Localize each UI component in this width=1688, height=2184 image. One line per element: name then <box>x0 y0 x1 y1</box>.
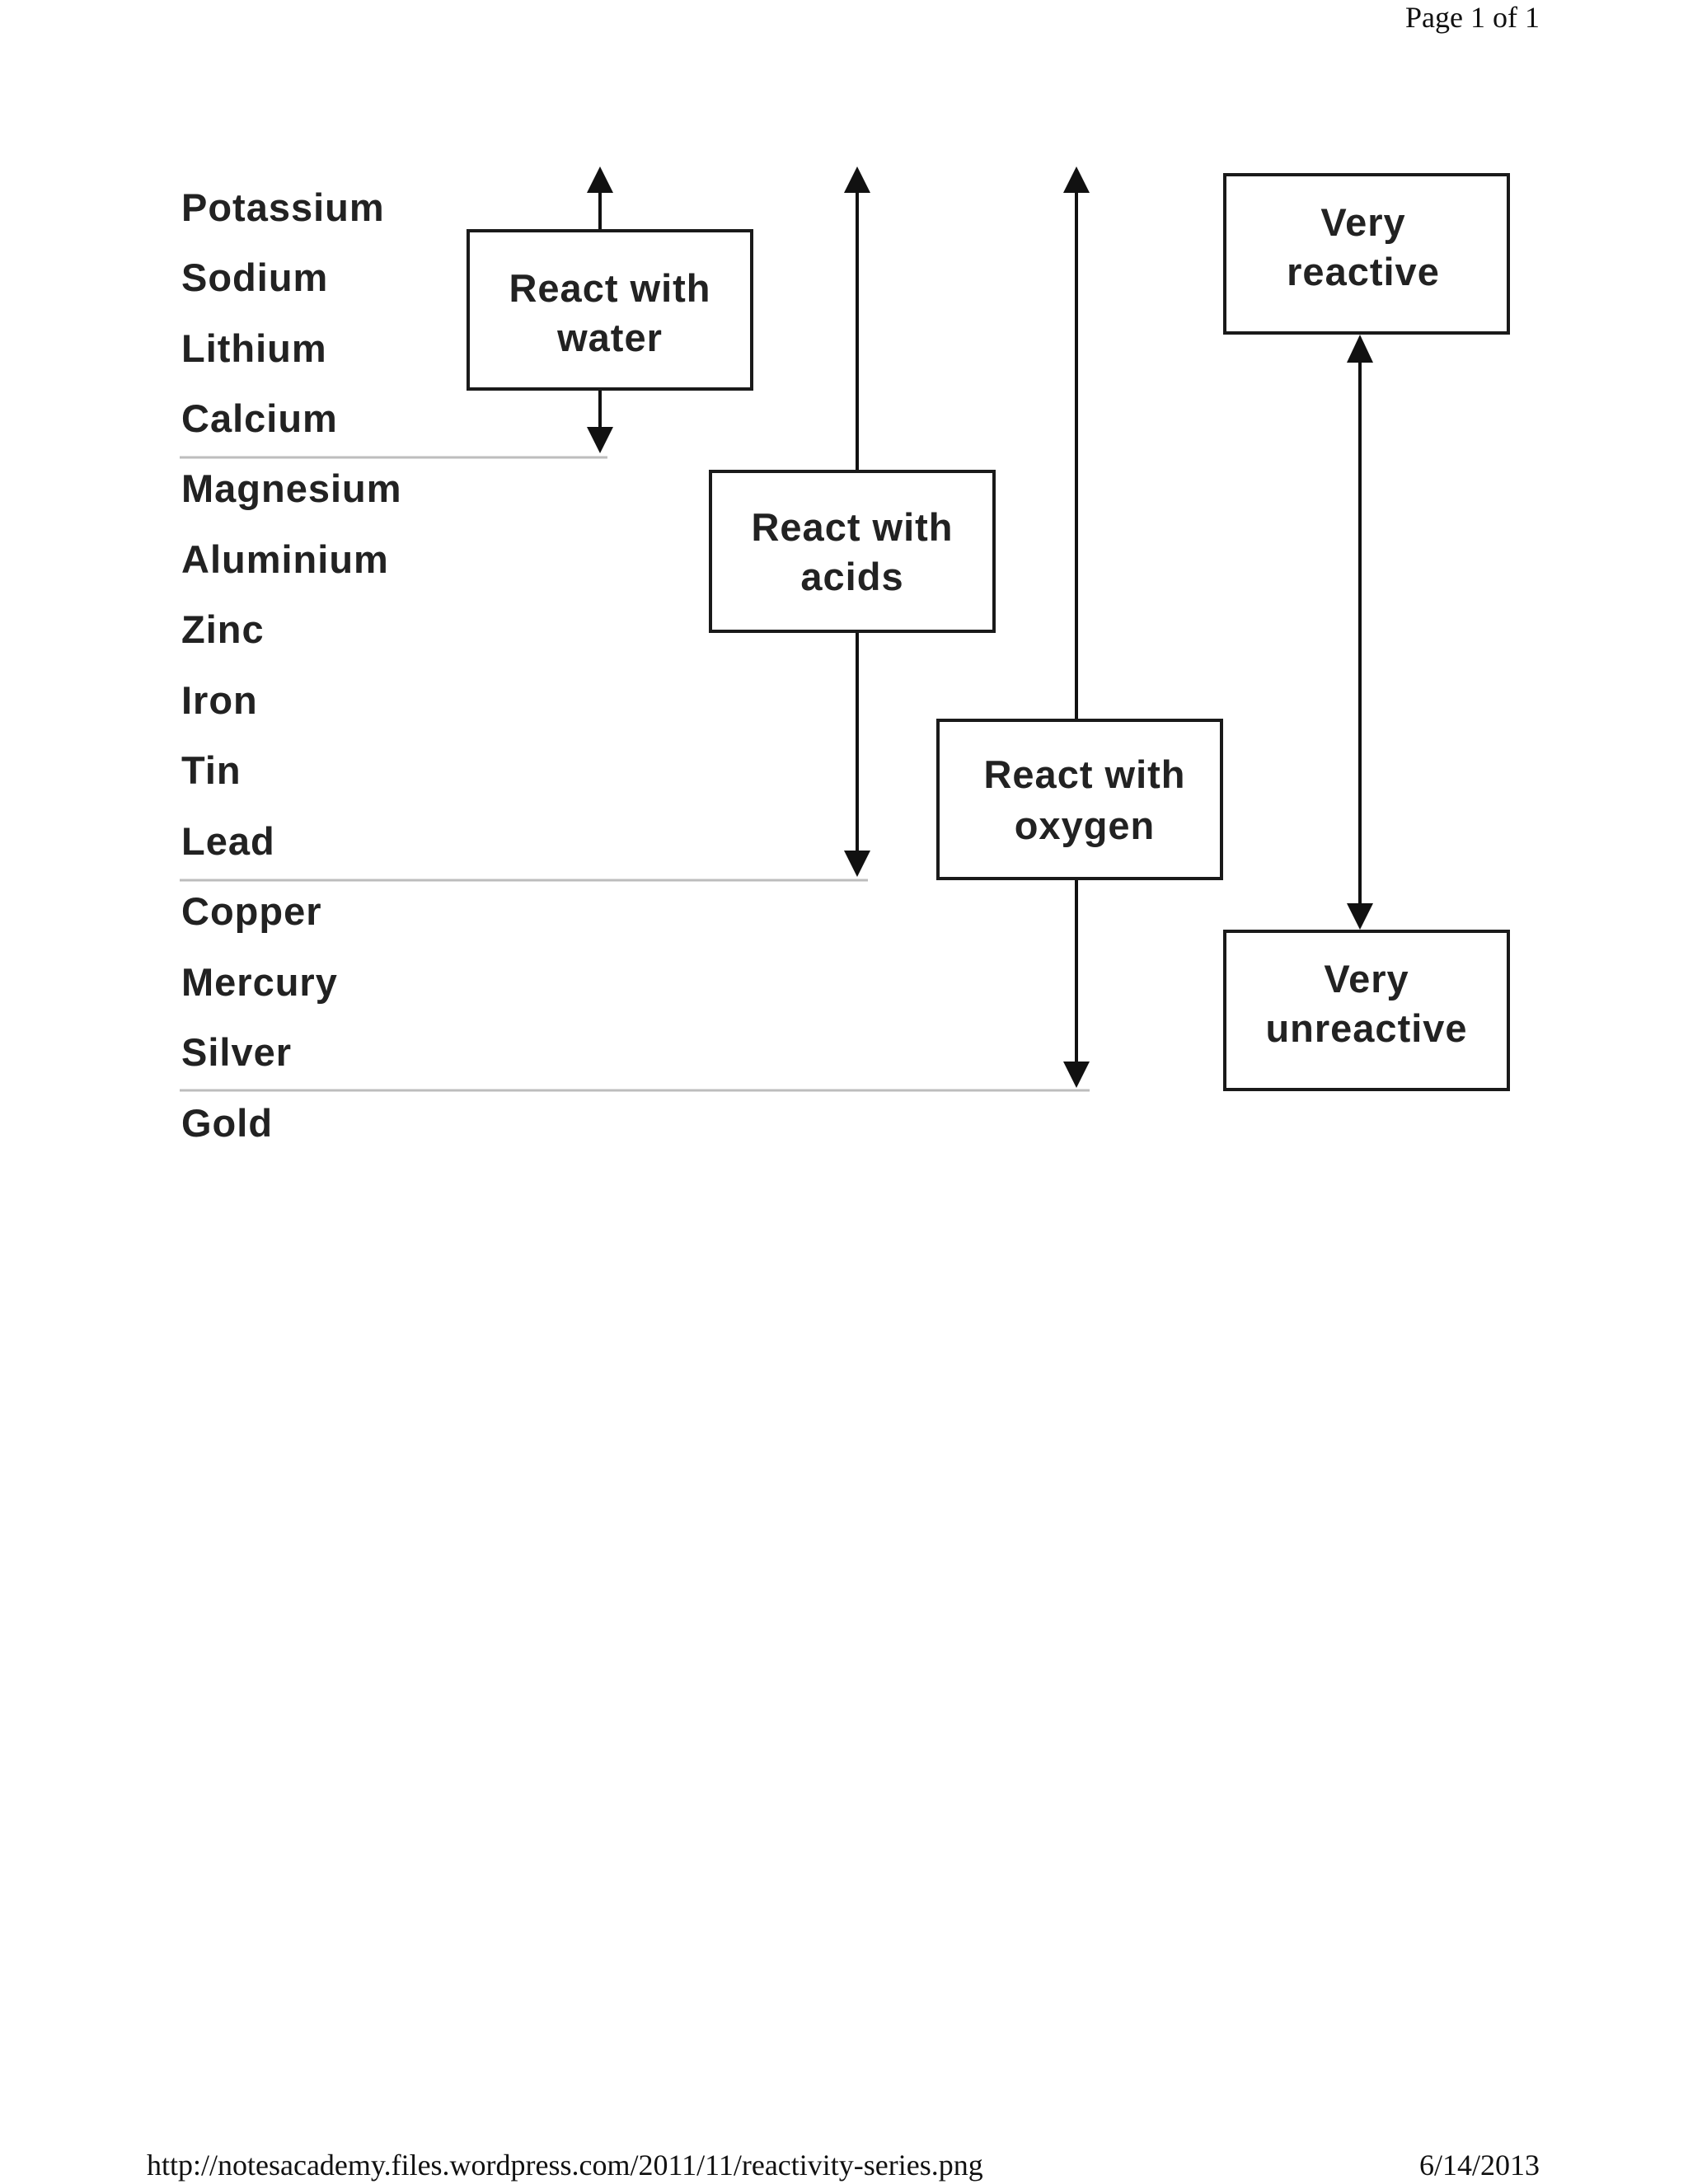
reactivity-scale-arrow <box>1347 335 1373 930</box>
metal-label: Gold <box>181 1101 273 1145</box>
metal-list: Potassium Sodium Lithium Calcium Magnesi… <box>181 185 402 1145</box>
metal-label: Tin <box>181 748 241 792</box>
reactive-box: Very reactive <box>1223 173 1510 335</box>
water-arrow <box>587 166 613 453</box>
box-text: React with <box>751 505 953 549</box>
metal-label: Mercury <box>181 960 338 1004</box>
unreactive-box: Very unreactive <box>1223 930 1510 1091</box>
metal-label: Silver <box>181 1030 292 1074</box>
arrow-up-icon <box>587 166 613 193</box>
arrow-down-icon <box>1347 903 1373 930</box>
box-text: water <box>556 316 663 359</box>
arrow-up-icon <box>1063 166 1090 193</box>
acids-arrow <box>844 166 870 877</box>
metal-label: Iron <box>181 678 258 722</box>
arrow-down-icon <box>1063 1062 1090 1088</box>
water-box: React with water <box>467 229 753 391</box>
print-date: 6/14/2013 <box>1418 2149 1540 2182</box>
box-text: Very <box>1324 957 1409 1001</box>
box-text: acids <box>800 555 903 598</box>
box-text: Very <box>1320 200 1405 244</box>
oxygen-arrow <box>1063 166 1090 1088</box>
metal-label: Lead <box>181 819 275 863</box>
page-number: Page 1 of 1 <box>1405 1 1540 34</box>
oxygen-box: React with oxygen <box>936 719 1223 880</box>
arrow-up-icon <box>1347 335 1373 363</box>
arrow-up-icon <box>844 166 870 193</box>
metal-label: Potassium <box>181 185 385 229</box>
box-text: React with <box>509 266 710 310</box>
metal-label: Calcium <box>181 396 338 440</box>
metal-label: Aluminium <box>181 537 389 581</box>
arrow-down-icon <box>587 427 613 453</box>
metal-label: Zinc <box>181 607 265 651</box>
box-text: unreactive <box>1265 1006 1467 1050</box>
box-text: oxygen <box>1015 804 1156 847</box>
metal-label: Magnesium <box>181 466 402 510</box>
arrow-down-icon <box>844 851 870 877</box>
metal-label: Sodium <box>181 255 328 299</box>
metal-label: Lithium <box>181 326 327 370</box>
box-text: React with <box>983 752 1185 796</box>
source-url: http://notesacademy.files.wordpress.com/… <box>147 2149 983 2182</box>
acids-box: React with acids <box>709 470 996 633</box>
metal-label: Copper <box>181 889 322 933</box>
box-text: reactive <box>1287 250 1440 293</box>
